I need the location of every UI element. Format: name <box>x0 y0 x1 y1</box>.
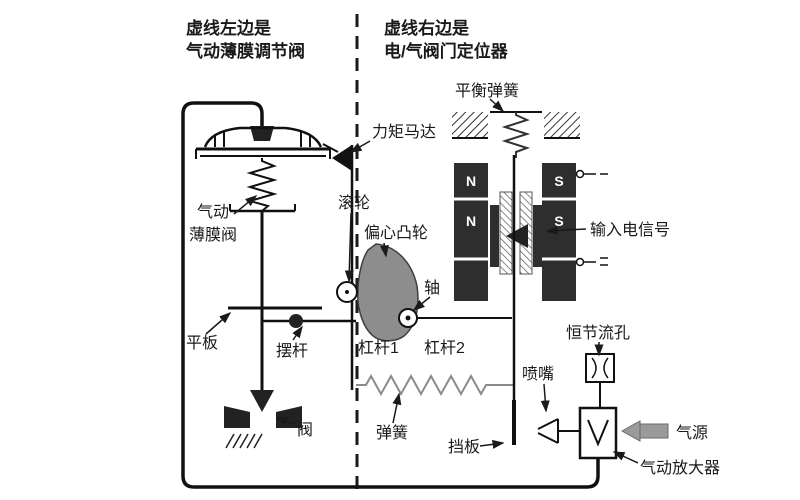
label-baffle: 挡板 <box>448 438 480 456</box>
magnet-left <box>454 163 488 301</box>
label-balance-spring: 平衡弹簧 <box>455 81 519 100</box>
feedback-spring <box>356 373 513 397</box>
diaphragm-actuator <box>195 126 331 213</box>
title-left-line2: 气动薄膜调节阀 <box>185 41 305 61</box>
lever1-pivot-flag <box>332 145 352 171</box>
balance-spring-coil <box>501 112 531 158</box>
roller-center-dot <box>345 290 349 294</box>
label-air-source: 气源 <box>676 424 708 442</box>
terminal-bottom <box>575 257 585 267</box>
label-lever2: 杠杆2 <box>424 339 465 357</box>
swing-rod-pivot <box>289 314 303 328</box>
actuator-linkage <box>322 143 339 153</box>
pole-piece-right <box>533 205 542 267</box>
label-valve: 阀 <box>297 421 313 439</box>
label-nozzle: 喷嘴 <box>522 365 554 383</box>
armature-pointer <box>506 224 528 248</box>
constant-orifice-symbol <box>585 353 615 383</box>
fixed-support-right <box>544 112 580 138</box>
label-plate: 平板 <box>186 334 218 352</box>
label-swing-rod: 摆杆 <box>276 342 308 360</box>
label-amplifier: 气动放大器 <box>640 459 720 477</box>
pointer-cam <box>379 242 389 258</box>
pointer-shaft <box>412 296 431 311</box>
pole-s-mid: S <box>554 213 563 229</box>
coil-left <box>499 191 513 275</box>
pole-n-top: N <box>466 173 476 189</box>
label-diaphragm-valve-line1: 气动 <box>197 203 229 221</box>
valve-plug <box>250 390 274 412</box>
label-input-signal: 输入电信号 <box>590 221 670 239</box>
label-diaphragm-valve-line2: 薄膜阀 <box>189 226 237 244</box>
pointer-spring <box>392 392 402 424</box>
label-shaft: 轴 <box>424 279 440 297</box>
pointer-diaphragm-valve <box>233 195 258 215</box>
torque-motor: N N S S <box>454 163 608 301</box>
cam-shaft-dot <box>405 315 411 321</box>
pointer-swing-rod <box>292 325 303 341</box>
label-roller: 滚轮 <box>338 194 370 212</box>
pole-s-top: S <box>554 173 563 189</box>
pointer-input-signal <box>545 225 587 235</box>
balance-spring-assembly <box>452 111 580 158</box>
pointer-nozzle <box>540 383 550 413</box>
fixed-support-left <box>452 112 488 138</box>
terminal-top <box>575 169 585 179</box>
label-pointers <box>205 98 639 464</box>
pointer-balance-spring <box>489 98 505 113</box>
actuator-spring <box>246 158 278 212</box>
label-constant-orifice: 恒节流孔 <box>566 324 630 342</box>
title-left-line1: 虚线左边是 <box>186 18 271 38</box>
pointer-baffle <box>479 439 505 449</box>
actuator-air-port <box>250 126 274 141</box>
pointer-amplifier <box>612 451 639 464</box>
label-lever1: 杠杆1 <box>358 339 399 357</box>
valve-flow-hatching <box>225 433 263 449</box>
pointer-roller <box>344 212 354 283</box>
feedback-pipe-loop <box>181 101 600 489</box>
label-torque-motor: 力矩马达 <box>372 123 436 141</box>
pointer-valve <box>275 417 296 426</box>
title-right-line1: 虚线右边是 <box>384 18 469 38</box>
pole-piece-left <box>490 205 499 267</box>
pointer-torque-motor <box>349 140 371 153</box>
pointer-plate <box>205 312 232 335</box>
amplifier-valve-symbol <box>587 419 609 447</box>
pneumatic-amplifier <box>578 406 618 460</box>
nozzle-symbol <box>537 418 559 444</box>
label-eccentric-cam: 偏心凸轮 <box>364 224 428 242</box>
title-right-line2: 电/气阀门定位器 <box>384 41 509 61</box>
label-spring: 弹簧 <box>376 423 408 442</box>
valve-body <box>224 390 302 449</box>
air-supply-arrow <box>620 420 669 442</box>
pole-n-mid: N <box>466 213 476 229</box>
